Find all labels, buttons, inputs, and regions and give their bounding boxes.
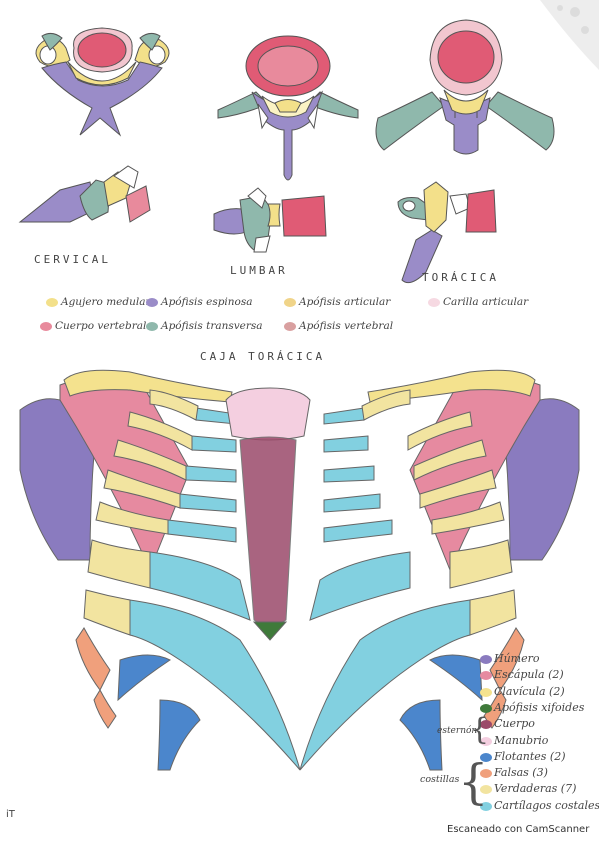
ribcage-legend-swatch [480,671,492,681]
vertebra-legend-swatch [146,298,158,307]
vertebra-legend-swatch [146,322,158,331]
manubrium [225,387,311,441]
vertebra-legend-label: Apófisis espinosa [161,296,253,308]
lumbar-vertebra-side [213,187,327,253]
humerus-left [19,398,96,561]
true-ribs [83,389,517,636]
vertebra-legend-label: Apófisis transversa [161,320,263,332]
floating-ribs [117,654,483,771]
cervical-vertebra-top [35,27,170,137]
ribcage-legend-label: Apófisis xifoides [494,700,585,714]
ribcage-legend-swatch [480,801,492,811]
vertebra-legend-label: Apófisis articular [299,296,391,308]
scanner-footer: Escaneado con CamScanner [447,824,590,835]
vertebra-legend-label: Carilla articular [443,296,529,308]
ribcage-legend-label: Manubrio [494,733,549,747]
cervical-vertebra-side [18,165,151,223]
lumbar-vertebra-top [217,35,359,181]
label-cervical: CERVICAL [34,253,111,266]
ribcage-legend-swatch [480,687,492,697]
humerus-right [504,398,580,561]
label-lumbar: LUMBAR [230,264,288,277]
group-esternon: esternón [437,726,478,736]
ribcage-legend-swatch [480,655,492,664]
ribcage-legend-swatch [480,785,492,795]
rib-cage [19,369,580,771]
vertebra-legend-swatch [284,322,296,331]
ribcage-legend-label: Cuerpo [494,717,535,731]
thoracic-vertebra-top [375,19,555,155]
vertebra-legend-swatch [284,298,296,307]
ribcage-legend-swatch [480,720,492,730]
page-mark: iT [6,809,15,820]
brace-esternon: { [470,712,490,747]
false-ribs [75,627,525,729]
ribcage-legend-swatch [480,736,492,746]
ribcage-legend-swatch [480,703,492,713]
vertebra-legend-swatch [428,298,440,307]
ribcage-legend-label: Escápula (2) [494,668,564,682]
vertebra-legend-swatch [46,298,58,307]
brace-costillas: { [458,754,489,810]
vertebra-legend-label: Agujero medular [61,296,151,308]
ribcage-legend-swatch [480,769,492,779]
xiphoid-process [252,621,288,641]
group-costillas: costillas [420,774,460,785]
vertebra-legend-swatch [40,322,52,331]
ribcage-legend-label: Verdaderas (7) [494,782,577,796]
ribcage-legend-label: Húmero [494,652,540,665]
ribcage-legend-label: Flotantes (2) [494,749,566,763]
sternum-body [239,436,297,626]
ribcage-legend-swatch [480,752,492,762]
ribcage-legend-label: Falsas (3) [494,766,548,780]
ribcage-legend-label: Cartílagos costales [494,798,599,812]
thoracic-vertebra-side [397,181,497,284]
label-thoracic: TORÁCICA [422,271,499,284]
ribcage-legend-label: Clavícula (2) [494,684,565,698]
vertebra-legend-label: Cuerpo vertebral [55,320,147,332]
corner-texture [540,0,599,70]
vertebra-legend-label: Apófisis vertebral [299,320,394,332]
ribcage-title: CAJA TORÁCICA [200,350,326,363]
